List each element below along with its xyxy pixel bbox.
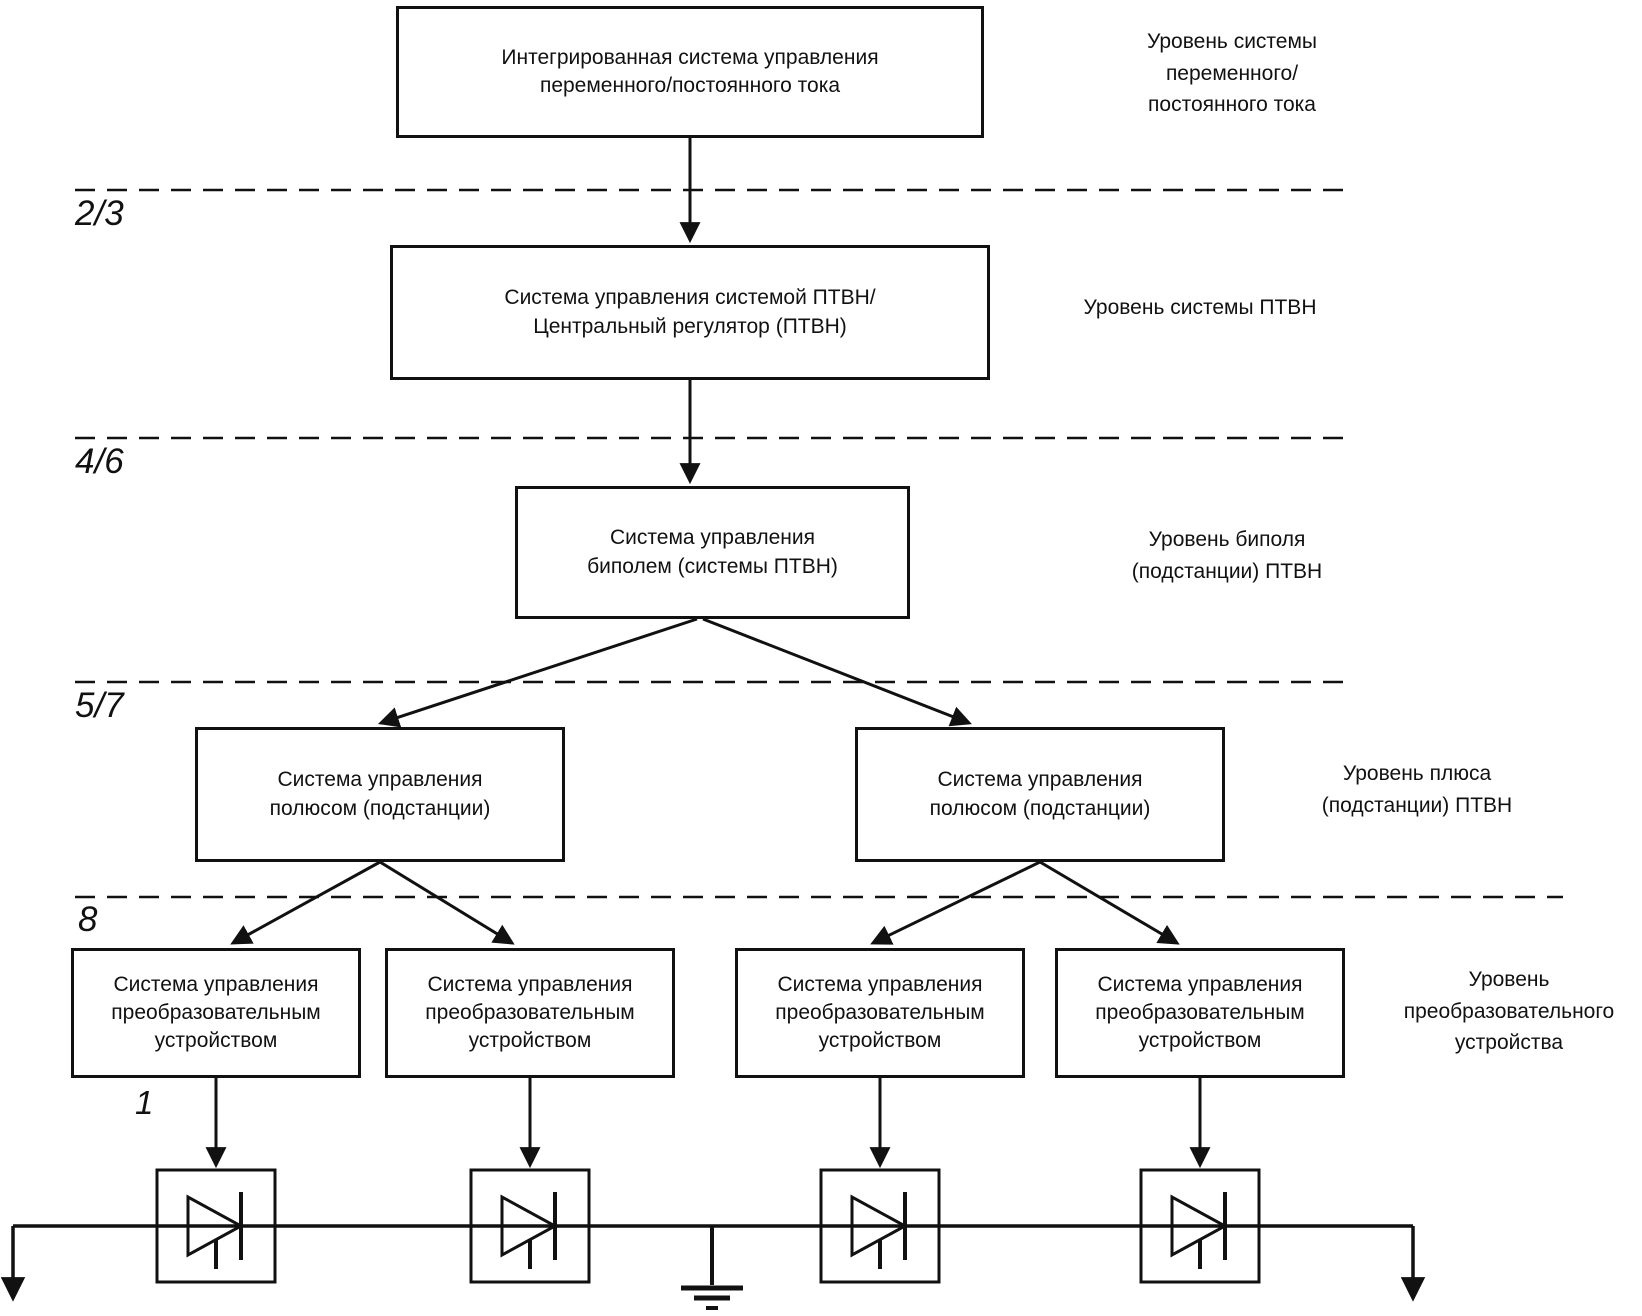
- boundary-label-4-6: 4/6: [75, 442, 124, 481]
- boundary-label-8: 8: [78, 900, 98, 939]
- thyristor-icon: [1139, 1168, 1261, 1284]
- box-bipole-control: Система управления биполем (системы ПТВН…: [515, 486, 910, 619]
- level-label-converter: Уровень преобразовательного устройства: [1403, 968, 1615, 1054]
- box-converter-control-2: Система управления преобразовательным ус…: [385, 948, 675, 1078]
- boundary-label-5-7: 5/7: [75, 686, 124, 725]
- box-pole-control-left: Система управления полюсом (подстанции): [195, 727, 565, 862]
- arrow-bipole-to-pole-left: [378, 617, 698, 728]
- arrow-pole-left-to-converter-2: [379, 860, 515, 945]
- arrow-bipole-to-pole-right: [702, 617, 972, 727]
- box-converter-control-1: Система управления преобразовательным ус…: [71, 948, 361, 1078]
- arrow-pole-left-to-converter-1: [230, 860, 381, 945]
- ground-icon: [681, 1226, 743, 1310]
- box-converter-control-3: Система управления преобразовательным ус…: [735, 948, 1025, 1078]
- arrow-pole-right-to-converter-3: [870, 860, 1041, 945]
- thyristor-icon: [819, 1168, 941, 1284]
- box-pole-control-right: Система управления полюсом (подстанции): [855, 727, 1225, 862]
- box-integrated-acdc-control: Интегрированная система управления перем…: [396, 6, 984, 138]
- arrow-pole-right-to-converter-4: [1039, 860, 1180, 945]
- level-label-acdc-system: Уровень системы переменного/ постоянного…: [1146, 30, 1318, 116]
- boundary-label-2-3: 2/3: [75, 194, 124, 233]
- level-label-bipole: Уровень биполя (подстанции) ПТВН: [1131, 528, 1323, 583]
- valve-number-label: 1: [135, 1084, 154, 1121]
- thyristor-icon: [469, 1168, 591, 1284]
- level-label-pole: Уровень плюса (подстанции) ПТВН: [1321, 762, 1513, 817]
- box-hvdc-system-control: Система управления системой ПТВН/ Центра…: [390, 245, 990, 380]
- box-converter-control-4: Система управления преобразовательным ус…: [1055, 948, 1345, 1078]
- thyristor-icon: [155, 1168, 277, 1284]
- level-label-hvdc-system: Уровень системы ПТВН: [1083, 296, 1317, 319]
